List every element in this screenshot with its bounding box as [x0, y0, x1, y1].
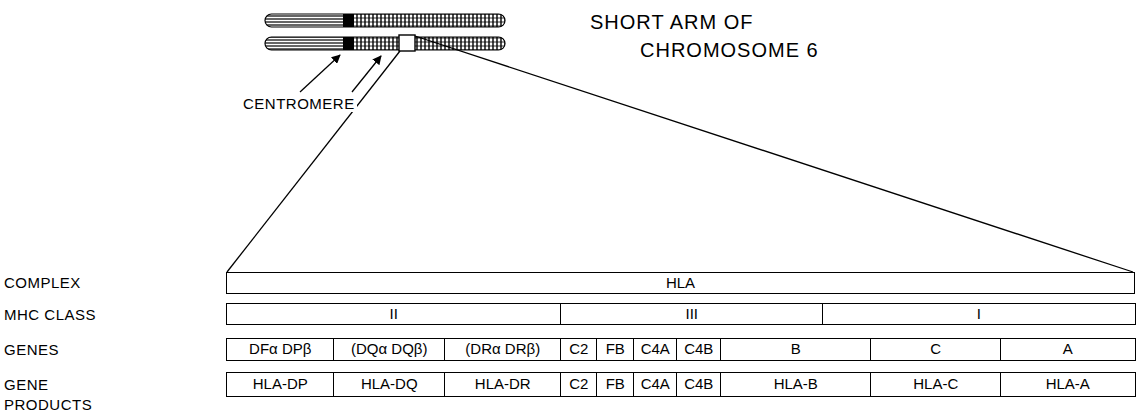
- gene-cell: B: [720, 338, 872, 361]
- gene-product-cell: C4A: [633, 372, 678, 397]
- gene-product-cell: HLA-C: [870, 372, 1002, 397]
- cell-text: HLA-DQ: [361, 376, 418, 393]
- mhc-class-band: III: [560, 303, 824, 325]
- gene-product-cell: HLA-B: [720, 372, 872, 397]
- cell-text: C2: [569, 376, 588, 393]
- gene-cell: DFα DPβ: [226, 338, 335, 361]
- chromosome-lower: [265, 35, 505, 51]
- cell-text: HLA-B: [774, 376, 818, 393]
- zoom-line: [415, 36, 1133, 272]
- cell-text: FB: [606, 376, 625, 393]
- gene-product-cell: HLA-A: [1000, 372, 1136, 397]
- complex-band: HLA: [226, 272, 1135, 294]
- gene-product-cell: HLA-DP: [226, 372, 335, 397]
- gene-cell: FB: [596, 338, 635, 361]
- mhc-class-band: II: [226, 303, 562, 325]
- row-label: COMPLEX: [4, 274, 204, 291]
- cell-text: HLA-DP: [253, 376, 308, 393]
- cell-text: II: [390, 306, 398, 323]
- centromere-arrow: [300, 55, 340, 92]
- gene-cell: C2: [560, 338, 598, 361]
- cell-text: I: [977, 306, 981, 323]
- gene-cell: C4A: [633, 338, 678, 361]
- cell-text: C4B: [684, 341, 713, 358]
- gene-product-cell: C4B: [676, 372, 722, 397]
- cell-text: C4A: [641, 341, 670, 358]
- cell-text: HLA-A: [1046, 376, 1090, 393]
- cell-text: C4A: [641, 376, 670, 393]
- cell-text: C4B: [684, 376, 713, 393]
- cell-text: FB: [606, 341, 625, 358]
- cell-text: HLA-DR: [475, 376, 531, 393]
- chromosome-title: SHORT ARM OF CHROMOSOME 6: [590, 8, 870, 64]
- gene-cell: A: [1000, 338, 1136, 361]
- cell-text: HLA-C: [913, 376, 958, 393]
- cell-text: B: [791, 341, 801, 358]
- gene-cell: (DQα DQβ): [333, 338, 446, 361]
- cell-text: A: [1063, 341, 1073, 358]
- gene-product-cell: HLA-DR: [444, 372, 562, 397]
- cell-text: HLA: [666, 275, 695, 292]
- chromosome-upper: [265, 14, 505, 27]
- cell-text: C: [930, 341, 941, 358]
- gene-cell: C: [870, 338, 1002, 361]
- cell-text: C2: [569, 341, 588, 358]
- gene-product-cell: FB: [596, 372, 635, 397]
- centromere-arrow: [352, 56, 381, 92]
- gene-product-cell: C2: [560, 372, 598, 397]
- cell-text: DFα DPβ: [249, 341, 311, 358]
- row-label: MHC CLASS: [4, 306, 204, 323]
- cell-text: (DQα DQβ): [351, 341, 427, 358]
- gene-cell: C4B: [676, 338, 722, 361]
- row-label: GENES: [4, 341, 204, 358]
- hla-region-box: [399, 35, 415, 51]
- zoom-line: [227, 51, 400, 272]
- row-label: GENE PRODUCTS: [4, 375, 104, 415]
- centromere-label: CENTROMERE: [243, 95, 357, 112]
- gene-cell: (DRα DRβ): [444, 338, 562, 361]
- mhc-class-band: I: [822, 303, 1136, 325]
- gene-product-cell: HLA-DQ: [333, 372, 446, 397]
- cell-text: (DRα DRβ): [465, 341, 540, 358]
- cell-text: III: [685, 306, 698, 323]
